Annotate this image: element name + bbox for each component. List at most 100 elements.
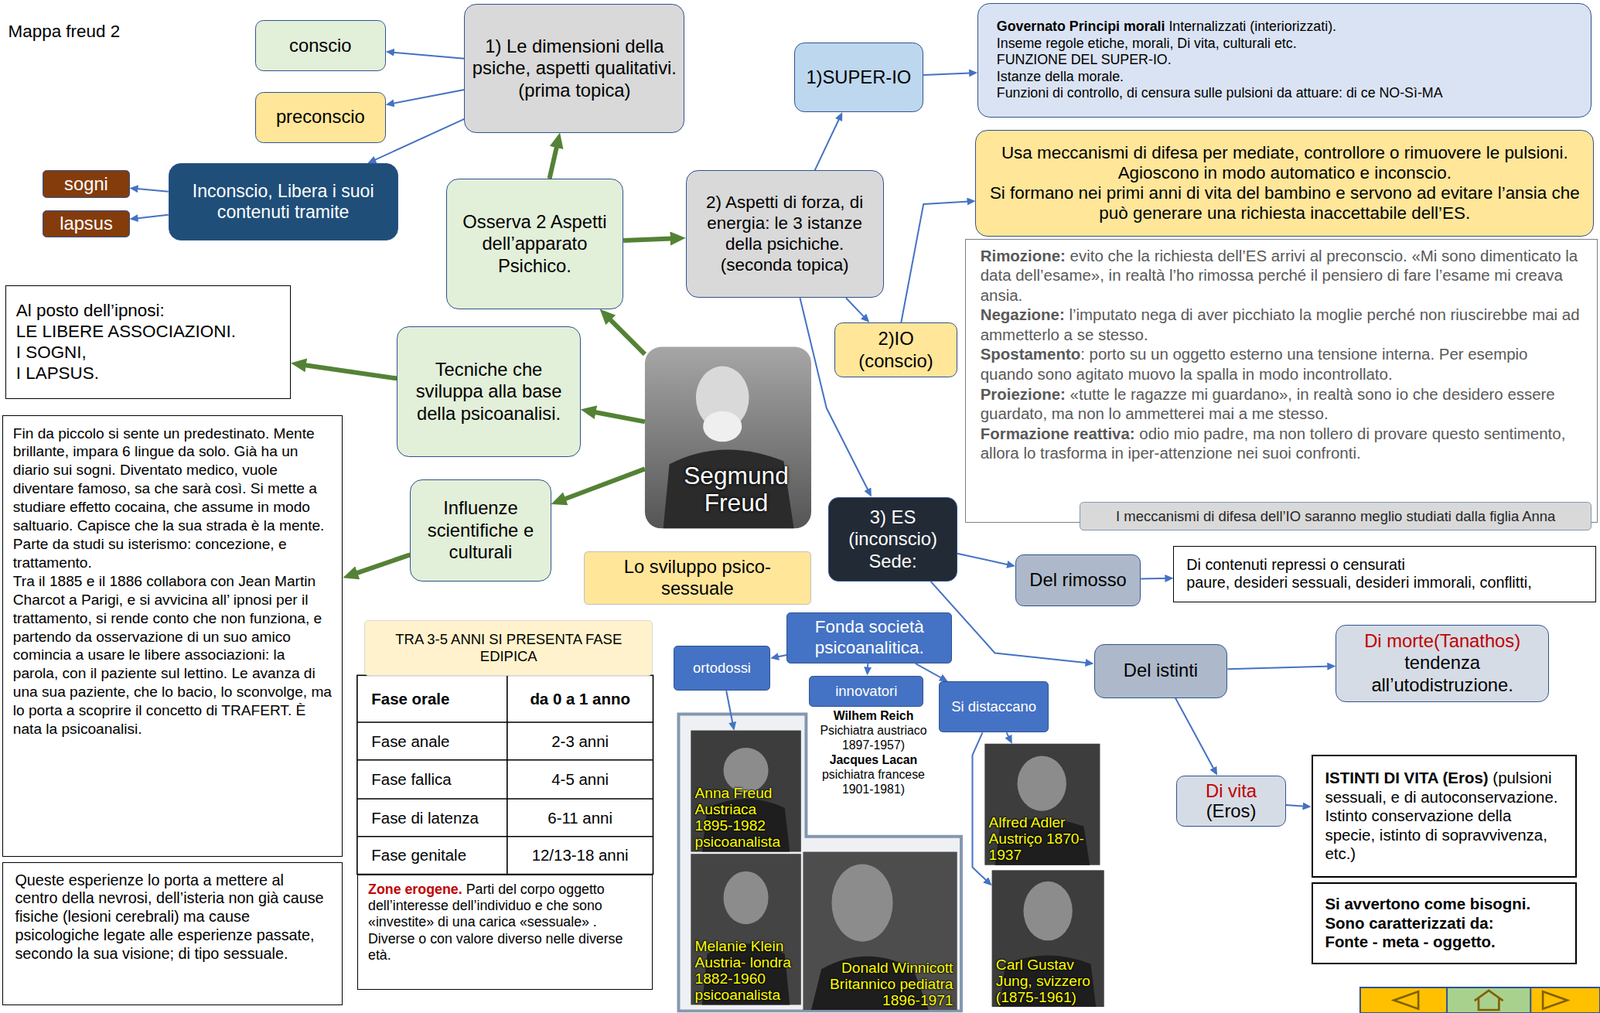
note-box: Queste esperienze lo porta a mettere al … [2,862,344,1006]
node-text: Osserva 2 Aspetti dell’apparato Psichico… [453,211,618,278]
connector-arrow [351,554,411,575]
node-text: Sono caratterizzati da: [1324,914,1563,934]
portrait-card: Carl Gustav Jung, svizzero (1875-1961) [992,870,1105,1008]
connector-arrow [300,364,397,379]
label-group: Wilhem ReichPsichiatra austriaco 1897-19… [811,709,936,798]
node-text: 2) Aspetti di forza, di energia: le 3 is… [692,192,877,277]
note-text: Jacques Lacan [811,753,936,768]
concept-box: Di vita(Eros) [1176,775,1286,827]
node-text: Usa meccanismi di difesa per mediate, co… [984,143,1586,184]
table-cell-text: Fase fallica [371,770,508,789]
node-text: lapsus [47,212,126,236]
node-text: Al posto dell’ipnosi: [16,300,280,322]
node-text: Internalizzati (interiorizzati). [1168,18,1337,35]
node-text: Funzioni di controllo, di censura sulle … [996,85,1444,101]
node-text: Segmund Freud [665,462,807,517]
table-cell: Fase di latenza [357,798,508,837]
table-cell-text: 6-11 anni [507,808,654,828]
node-text: Fin da piccolo si sente un predestinato.… [13,424,332,573]
node-text: Carl Gustav Jung, svizzero (1875-1961) [996,956,1101,1006]
connector-arrow [923,72,975,76]
table-cell-text: 12/13-18 anni [507,846,654,865]
photo-ground [644,347,812,529]
portrait-photo [992,869,1105,1007]
connector-arrow [388,89,465,105]
photo-ground [992,869,1105,1007]
table-rule [357,721,654,724]
text-line: Funzioni di controllo, di censura sulle … [996,85,1573,102]
note-box: Zone erogene.Parti del corpo oggetto del… [357,874,654,990]
concept-box: Si distaccano [938,681,1050,733]
photo-ground [802,852,957,1010]
nav-bar [1360,987,1600,1013]
connector-arrow [549,141,559,179]
connector-arrow [1286,805,1309,807]
concept-box: Di morte(Tanathos)tendenza all’utodistru… [1335,624,1549,703]
table-cell: Fase orale [357,675,508,724]
concept-box: Influenze scientifiche e culturali [409,479,551,582]
connector-arrow [815,115,842,171]
note-box: Di contenuti repressi o censuratipaure, … [1173,545,1596,603]
text-line: FUNZIONE DEL SUPER-IO. [996,51,1573,69]
note-box: ISTINTI DI VITA (Eros)(pulsioni sessuali… [1311,754,1577,877]
concept-box: Osserva 2 Aspetti dell’apparato Psichico… [446,178,625,310]
concept-box: Inconscio, Libera i suoi contenuti trami… [168,163,399,241]
table-frame [357,675,654,874]
connector-arrow [900,201,973,323]
portrait-photo [802,852,957,1010]
concept-box: TRA 3-5 ANNI SI PRESENTA FASE EDIPICA [364,620,653,676]
table-rule [506,675,509,874]
concept-box: Fonda società psicoanalitica. [786,612,952,664]
table-grid [357,675,654,874]
note-text: Psichiatra austriaco 1897-1957) [811,723,936,754]
connector-arrow [957,553,1013,567]
node-text: I LAPSUS. [16,363,280,385]
node-text: Anna Freud Austriaca 1895-1982 psicoanal… [695,784,798,850]
text-line: Negazione:l’imputato nega di aver picchi… [980,304,1583,345]
table-cell: da 0 a 1 anno [507,675,654,724]
node-text: Formazione reattiva: [980,424,1136,443]
text-line: Rimozione:evito che la richiesta dell’ES… [980,245,1583,306]
text-line: Istanze della morale. [996,68,1573,86]
portrait-card: Segmund Freud [644,347,812,529]
table-cell: Fase anale [357,722,508,761]
node-text: Si avvertono come bisogni. [1324,894,1563,915]
concept-box: 3) ES (inconscio) Sede: [828,497,957,583]
note-box: Fin da piccolo si sente un predestinato.… [2,415,344,857]
node-text: tendenza all’utodistruzione. [1342,651,1543,696]
connector-arrow [1140,577,1171,580]
node-text: innovatori [814,682,919,700]
connector-arrow [606,315,645,355]
connector-arrow [590,411,645,423]
node-text: sogni [47,173,126,196]
photo-ground [690,730,802,853]
node-text: Istanze della morale. [996,68,1124,85]
portrait-photo [644,347,812,529]
connector-arrow [972,732,990,884]
node-text: Del istinti [1100,659,1221,683]
text-line: Zone erogene.Parti del corpo oggetto del… [368,881,642,965]
concept-box: 1) Le dimensioni della psiche, aspetti q… [463,3,685,133]
node-text: Rimozione: [980,246,1066,265]
photo-ground [690,853,802,1005]
node-text: I SOGNI, [16,342,280,364]
node-text: Fonda società psicoanalitica. [793,617,945,659]
node-text: Tra il 1885 e il 1886 collabora con Jean… [13,572,332,739]
node-text: ISTINTI DI VITA (Eros) [1324,768,1488,787]
node-text: Di morte(Tanathos) [1342,630,1543,653]
node-text: ortodossi [680,659,765,677]
table-cell: Fase fallica [357,760,508,799]
connector-arrow [1175,698,1216,774]
node-text: Negazione: [980,305,1065,324]
table-cell-text: 4-5 anni [507,770,654,789]
concept-box: 2) Aspetti di forza, di energia: le 3 is… [685,170,884,298]
connector-arrow [846,297,868,321]
note-box: Governato Principi moraliInternalizzati … [977,3,1592,118]
nav-back-icon [1393,991,1419,1009]
table-cell: 2-3 anni [507,722,654,761]
text-line: Formazione reattiva:odio mio padre, ma n… [980,423,1583,464]
concept-box: 1)SUPER-IO [794,42,925,113]
node-text: Inconscio, Libera i suoi contenuti trami… [175,180,392,224]
node-text: Proiezione: [980,385,1066,403]
